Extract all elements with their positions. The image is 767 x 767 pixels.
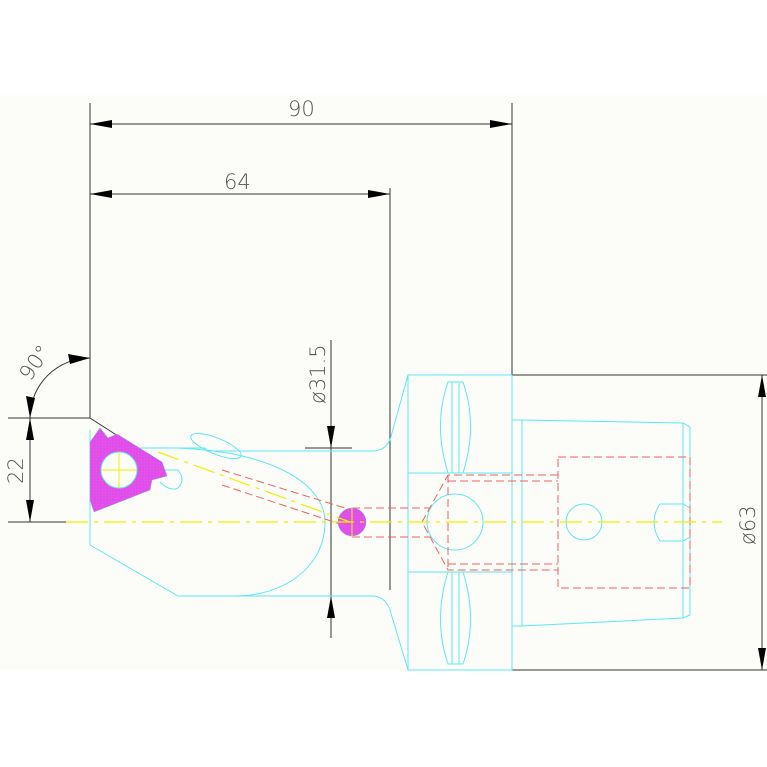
arrow-icon <box>26 418 34 440</box>
arrow-icon <box>327 426 335 448</box>
blade-bottom <box>440 571 471 665</box>
dim-text-90: 90 <box>288 97 315 121</box>
dim-text-22: 22 <box>4 457 28 484</box>
arrow-icon <box>758 375 766 397</box>
arrow-icon <box>368 190 390 198</box>
arrow-icon <box>327 596 335 618</box>
dim-text-31-5: ø31.5 <box>306 344 330 404</box>
dim-text-64: 64 <box>224 170 251 194</box>
dimension-body-length: 64 <box>90 170 391 590</box>
arrow-icon <box>68 354 90 364</box>
dimension-overall-length: 90 <box>89 97 513 418</box>
dimension-height: 22 <box>4 417 90 523</box>
arrow-icon <box>490 120 512 128</box>
dimension-small-diameter: ø31.5 <box>290 340 352 638</box>
dim-text-63: ø63 <box>736 505 760 545</box>
arrow-icon <box>758 648 766 670</box>
blade-top <box>440 381 471 474</box>
centerlines <box>66 451 722 523</box>
arrow-icon <box>26 500 34 522</box>
arrow-icon <box>90 120 112 128</box>
cutting-insert <box>89 427 367 537</box>
arrow-icon <box>26 396 35 418</box>
arrow-icon <box>90 190 112 198</box>
dimension-large-diameter: ø63 <box>512 374 767 671</box>
sheet-background <box>0 95 767 670</box>
